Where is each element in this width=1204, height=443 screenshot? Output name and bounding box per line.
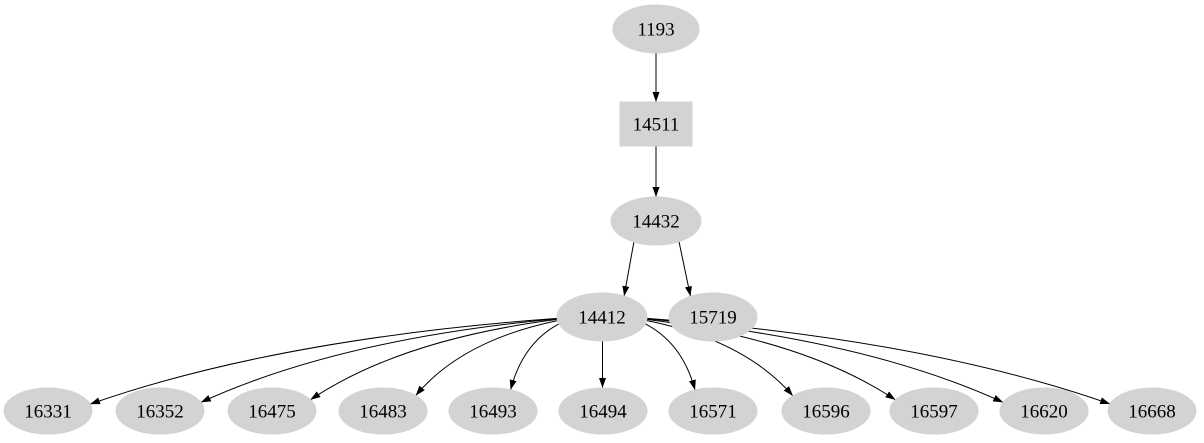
edge-14412-16475 bbox=[310, 318, 558, 401]
edge-14412-16331 bbox=[89, 317, 558, 405]
node-14511: 14511 bbox=[619, 101, 693, 147]
node-label: 16596 bbox=[802, 401, 850, 422]
node-16596: 16596 bbox=[781, 387, 871, 435]
node-16494: 16494 bbox=[558, 387, 648, 435]
node-label: 16494 bbox=[579, 401, 627, 422]
node-label: 16331 bbox=[24, 401, 72, 422]
edge-14412-16483 bbox=[415, 320, 558, 396]
node-14432: 14432 bbox=[610, 196, 702, 246]
node-ellipse-shape bbox=[612, 4, 700, 54]
node-ellipse-shape bbox=[115, 387, 205, 435]
node-label: 16571 bbox=[689, 401, 737, 422]
node-ellipse-shape bbox=[3, 387, 93, 435]
node-ellipse-shape bbox=[448, 387, 538, 435]
node-16493: 16493 bbox=[448, 387, 538, 435]
node-16571: 16571 bbox=[668, 387, 758, 435]
node-label: 14511 bbox=[633, 114, 680, 135]
node-16475: 16475 bbox=[227, 387, 317, 435]
node-label: 16475 bbox=[248, 401, 296, 422]
edge-14432-15719 bbox=[678, 241, 692, 297]
node-label: 14412 bbox=[578, 307, 626, 328]
node-16620: 16620 bbox=[999, 387, 1089, 435]
node-ellipse-shape bbox=[227, 387, 317, 435]
node-ellipse-shape bbox=[999, 387, 1089, 435]
node-16483: 16483 bbox=[338, 387, 428, 435]
node-16352: 16352 bbox=[115, 387, 205, 435]
node-label: 16597 bbox=[910, 401, 958, 422]
node-label: 16668 bbox=[1128, 401, 1176, 422]
node-16597: 16597 bbox=[889, 387, 979, 435]
node-label: 15719 bbox=[689, 307, 737, 328]
node-label: 16352 bbox=[136, 401, 184, 422]
edge-14432-14412 bbox=[622, 241, 635, 297]
edge-14412-16352 bbox=[200, 318, 558, 403]
node-label: 1193 bbox=[637, 19, 674, 40]
node-ellipse-shape bbox=[889, 387, 979, 435]
edges-layer bbox=[89, 53, 1111, 405]
node-label: 16483 bbox=[359, 401, 407, 422]
edge-14412-16571 bbox=[644, 323, 696, 391]
node-14412: 14412 bbox=[556, 292, 648, 342]
node-16331: 16331 bbox=[3, 387, 93, 435]
node-label: 16620 bbox=[1020, 401, 1068, 422]
node-ellipse-shape bbox=[668, 387, 758, 435]
node-ellipse-shape bbox=[610, 196, 702, 246]
node-15719: 15719 bbox=[668, 292, 758, 342]
node-16668: 16668 bbox=[1107, 387, 1197, 435]
node-ellipse-shape bbox=[558, 387, 648, 435]
node-ellipse-shape bbox=[781, 387, 871, 435]
node-label: 14432 bbox=[632, 211, 680, 232]
nodes-layer: 1193 14511 14432 14412 15719 16331 16352 16475 1… bbox=[3, 4, 1197, 435]
node-ellipse-shape bbox=[1107, 387, 1197, 435]
node-ellipse-shape bbox=[668, 292, 758, 342]
node-1193: 1193 bbox=[612, 4, 700, 54]
node-ellipse-shape bbox=[556, 292, 648, 342]
node-label: 16493 bbox=[469, 401, 517, 422]
edge-14412-16596 bbox=[646, 320, 794, 397]
node-ellipse-shape bbox=[338, 387, 428, 435]
edge-14412-16493 bbox=[509, 323, 560, 391]
node-box-shape bbox=[619, 101, 693, 147]
